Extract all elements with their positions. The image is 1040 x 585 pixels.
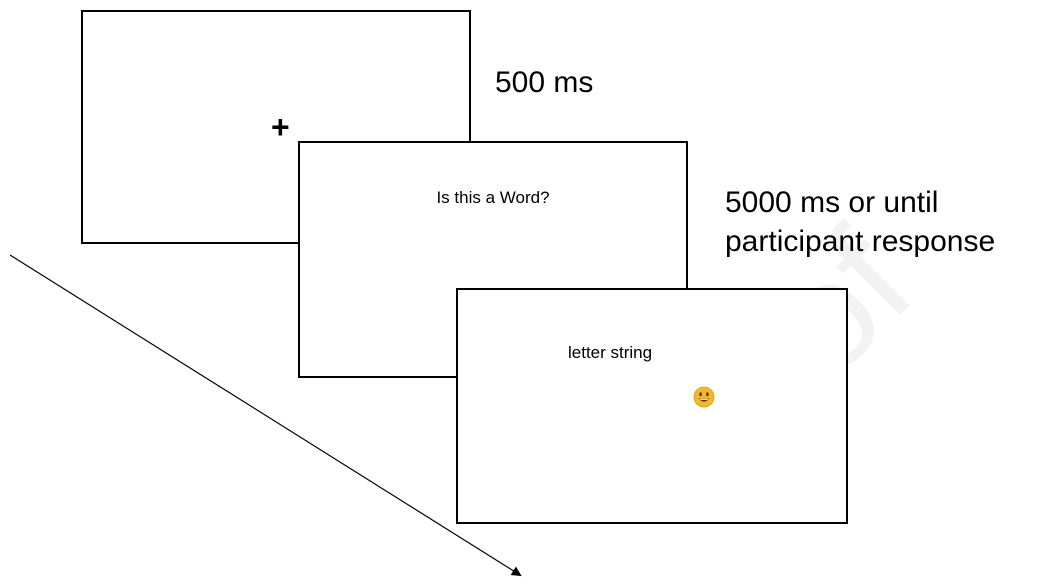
time-arrow-line xyxy=(9,254,522,577)
stimulus-text: letter string xyxy=(568,343,653,362)
fixation-cross: + xyxy=(271,109,290,145)
prompt-text: Is this a Word? xyxy=(436,188,550,207)
prompt-duration-label: 5000 ms or until participant response xyxy=(725,186,996,258)
stimulus-screen: letter string xyxy=(456,288,848,524)
smiley-face-icon xyxy=(693,386,715,408)
fixation-duration-label: 500 ms xyxy=(495,66,594,99)
